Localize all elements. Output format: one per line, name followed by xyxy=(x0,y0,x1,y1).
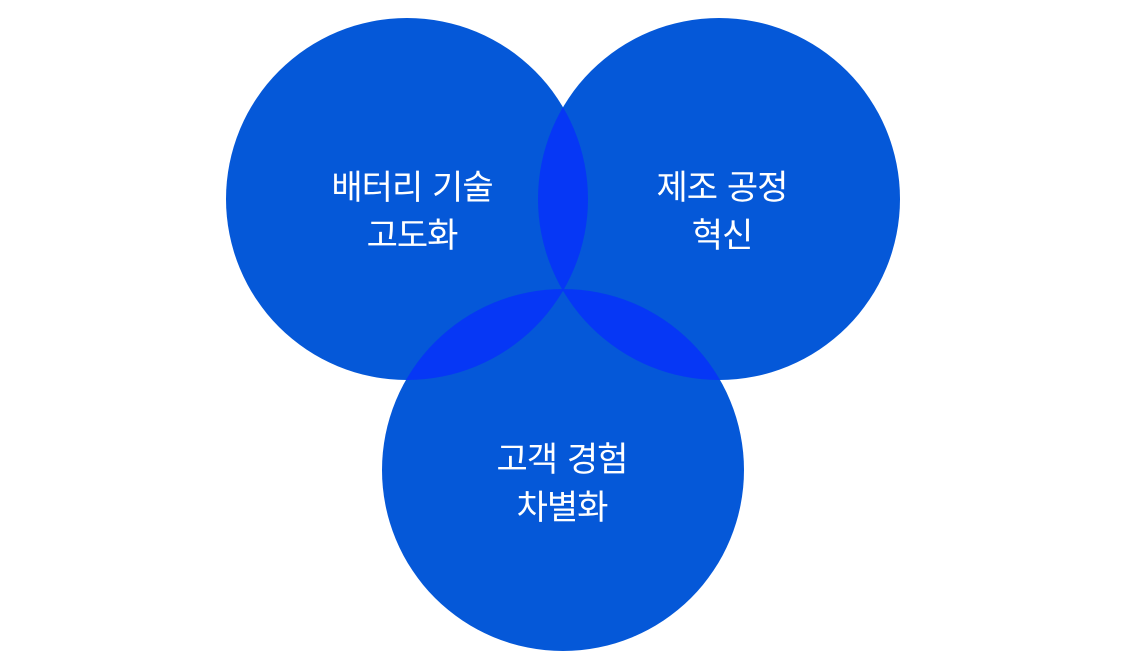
circle-battery-technology xyxy=(226,18,588,380)
label-customer-line2: 차별화 xyxy=(516,488,609,528)
label-customer-experience: 고객 경험 차별화 xyxy=(442,436,682,532)
label-manufacturing-process: 제조 공정 혁신 xyxy=(602,164,842,260)
label-battery-technology: 배터리 기술 고도화 xyxy=(292,164,532,260)
label-customer-line1: 고객 경험 xyxy=(496,440,629,480)
label-battery-line2: 고도화 xyxy=(366,216,459,256)
label-battery-line1: 배터리 기술 xyxy=(331,168,493,208)
circle-manufacturing-process xyxy=(538,18,900,380)
circle-customer-experience xyxy=(382,289,744,651)
label-manufacturing-line1: 제조 공정 xyxy=(656,168,789,208)
label-manufacturing-line2: 혁신 xyxy=(691,216,754,256)
